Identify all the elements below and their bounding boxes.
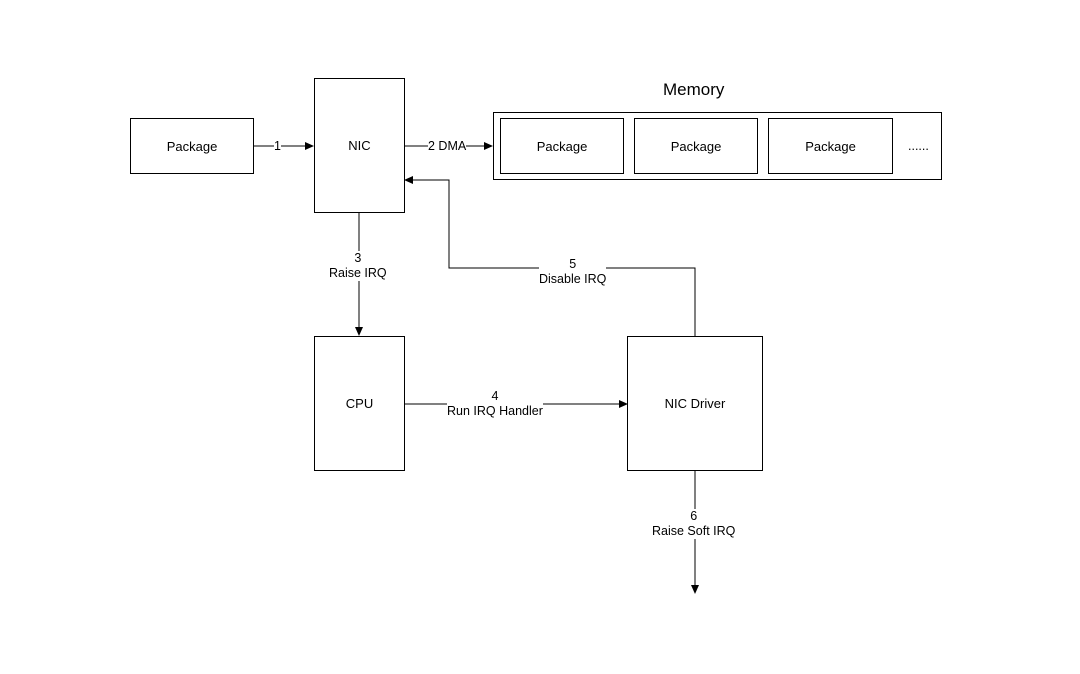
edge-1-label: 1 [274, 139, 281, 154]
edge-5-label: 5 Disable IRQ [539, 257, 607, 287]
edge-4-text: Run IRQ Handler [447, 404, 543, 418]
memory-slot-1: Package [500, 118, 624, 174]
edge-6-number: 6 [690, 509, 698, 523]
cpu-node: CPU [314, 336, 405, 471]
edge-5-text: Disable IRQ [539, 272, 607, 286]
memory-slot-3-label: Package [805, 138, 856, 154]
edge-3-label: 3 Raise IRQ [329, 251, 387, 281]
edge-6-text: Raise Soft IRQ [652, 524, 736, 538]
cpu-label: CPU [345, 396, 374, 411]
memory-slot-3: Package [768, 118, 893, 174]
edge-1-number: 1 [274, 139, 281, 153]
edge-4-label: 4 Run IRQ Handler [447, 389, 543, 419]
edge-6-label: 6 Raise Soft IRQ [652, 509, 736, 539]
memory-slot-1-label: Package [536, 138, 588, 154]
edge-2-label: 2 DMA [428, 139, 467, 154]
nic-driver-node: NIC Driver [627, 336, 763, 471]
edge-3-number: 3 [354, 251, 362, 265]
edge-5-number: 5 [569, 257, 577, 271]
nic-node: NIC [314, 78, 405, 213]
memory-ellipsis: ...... [908, 139, 929, 153]
memory-slot-2: Package [634, 118, 758, 174]
edge-2-number: 2 DMA [428, 139, 467, 153]
nic-driver-label: NIC Driver [664, 396, 726, 411]
nic-label: NIC [348, 138, 371, 153]
input-package-label: Package [166, 138, 218, 154]
memory-title: Memory [663, 80, 725, 99]
edge-3-text: Raise IRQ [329, 266, 387, 280]
input-package-node: Package [130, 118, 254, 174]
memory-slot-2-label: Package [670, 138, 722, 154]
edge-5-line [404, 176, 696, 336]
edge-4-number: 4 [491, 389, 499, 403]
